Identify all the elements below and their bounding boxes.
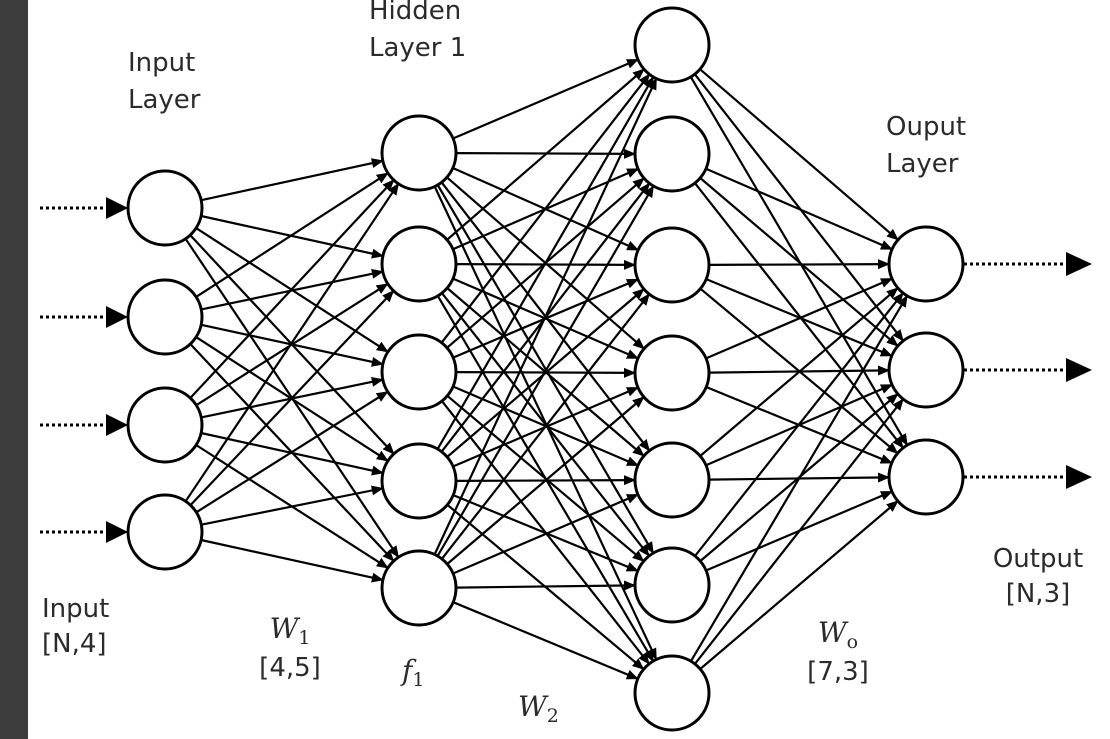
- hidden-layer-1-title-line2: Layer 1: [369, 33, 467, 64]
- input-shape: [N,4]: [42, 629, 107, 660]
- output-neuron-3: [887, 438, 965, 516]
- connection-hidden2-6-to-output-1: [694, 292, 904, 557]
- connection-hidden2-7-to-output-3: [699, 500, 899, 670]
- io-arrows: [40, 197, 1092, 543]
- connection-hidden1-5-to-hidden2-1: [433, 77, 658, 555]
- connection-hidden1-2-to-hidden2-1: [446, 68, 645, 241]
- connection-hidden1-5-to-hidden2-3: [440, 293, 651, 560]
- input-neuron-1: [126, 169, 204, 247]
- hidden2-neuron-7: [633, 654, 711, 732]
- output-neuron-1: [887, 225, 965, 303]
- connection-hidden2-1-to-output-2: [693, 73, 905, 342]
- connection-input-3-to-hidden1-2: [195, 282, 389, 407]
- connection-hidden1-5-to-hidden2-6: [455, 580, 636, 591]
- input-arrowhead-1: [106, 197, 128, 219]
- connection-hidden1-3-to-hidden2-1: [440, 73, 651, 344]
- wo-shape: [7,3]: [807, 657, 869, 687]
- connection-hidden1-3-to-hidden2-6: [446, 394, 645, 563]
- hidden2-neuron-5: [633, 441, 711, 519]
- hidden2-neuron-2: [633, 115, 711, 193]
- connection-hidden2-2-to-output-2: [699, 177, 899, 347]
- connection-input-4-to-hidden1-2: [189, 290, 395, 506]
- connection-hidden2-2-to-output-1: [705, 167, 893, 251]
- output-layer-title: Ouput Layer: [886, 112, 966, 180]
- output-arrowhead-2: [1066, 358, 1092, 382]
- neural-network-diagram: [40, 6, 1092, 732]
- connection-input-4-to-hidden1-5: [200, 538, 384, 583]
- connection-hidden1-5-to-hidden2-2: [436, 185, 655, 557]
- input-layer-title-line2: Layer: [128, 85, 201, 116]
- w1-symbol: W1: [269, 612, 311, 649]
- hidden1-neuron-4: [380, 442, 458, 520]
- hidden2-neuron-4: [633, 334, 711, 412]
- hidden2-neuron-1: [633, 6, 711, 84]
- hidden-layer-1-title-line1: Hidden: [369, 0, 462, 26]
- output-arrowhead-1: [1066, 252, 1092, 276]
- w1-shape: [4,5]: [259, 653, 321, 683]
- connections: [184, 58, 909, 680]
- w2-label: W2: [518, 690, 559, 727]
- neurons: [126, 6, 965, 732]
- output-arrowhead-3: [1066, 465, 1092, 489]
- output-layer-title-line2: Layer: [886, 149, 959, 180]
- input-layer-title-line1: Input: [128, 48, 196, 78]
- input-arrowhead-3: [106, 414, 128, 436]
- connection-hidden2-3-to-output-1: [708, 259, 890, 270]
- connection-hidden2-7-to-output-1: [689, 294, 909, 662]
- hidden1-neuron-3: [380, 333, 458, 411]
- input-neuron-3: [126, 386, 204, 464]
- w1-label: W1 [4,5]: [250, 612, 330, 683]
- connection-input-4-to-hidden1-1: [184, 182, 400, 502]
- connection-input-3-to-hidden1-1: [189, 179, 395, 399]
- connection-input-1-to-hidden1-1: [200, 158, 384, 202]
- output-layer-title-line1: Ouput: [886, 112, 967, 142]
- connection-hidden2-2-to-output-3: [694, 182, 904, 449]
- output-shape: [N,3]: [1005, 579, 1071, 610]
- hidden1-neuron-5: [380, 549, 458, 627]
- connection-hidden1-5-to-hidden2-5: [452, 493, 639, 575]
- connection-input-2-to-hidden1-1: [195, 172, 389, 298]
- connection-hidden1-4-to-hidden2-1: [436, 76, 655, 450]
- diagram-panel: Input Layer Hidden Layer 1 Ouput Layer I…: [28, 0, 1110, 739]
- input-arrowhead-2: [106, 306, 128, 328]
- connection-input-4-to-hidden1-3: [195, 390, 389, 514]
- hidden1-neuron-1: [380, 114, 458, 192]
- wo-label: Wo [7,3]: [798, 616, 878, 687]
- input-neuron-2: [126, 278, 204, 356]
- connection-hidden2-1-to-output-1: [699, 68, 899, 241]
- output-neuron-2: [887, 331, 965, 409]
- connection-hidden2-5-to-output-1: [699, 287, 899, 457]
- input-layer-title: Input Layer: [128, 48, 201, 116]
- connection-hidden2-4-to-output-1: [705, 277, 893, 360]
- wo-symbol: Wo: [817, 616, 859, 653]
- connection-hidden1-1-to-hidden2-1: [452, 58, 639, 140]
- output-label-text: Output: [992, 544, 1084, 574]
- connection-input-4-to-hidden1-4: [201, 485, 384, 526]
- connection-hidden1-2-to-hidden2-6: [441, 292, 650, 557]
- input-arrowhead-4: [106, 521, 128, 543]
- input-label-text: Input: [42, 594, 110, 624]
- hidden2-neuron-3: [633, 226, 711, 304]
- hidden1-neuron-2: [380, 225, 458, 303]
- connection-hidden2-7-to-output-2: [694, 398, 904, 665]
- connection-hidden1-5-to-hidden2-4: [446, 396, 645, 565]
- f1-label: f1: [402, 654, 425, 691]
- input-label: Input [N,4]: [42, 594, 109, 660]
- output-label: Output [N,3]: [983, 544, 1093, 610]
- input-neuron-4: [126, 493, 204, 571]
- connection-hidden1-5-to-hidden2-7: [452, 601, 639, 680]
- hidden-layer-1-title: Hidden Layer 1: [369, 0, 466, 64]
- hidden2-neuron-6: [633, 546, 711, 624]
